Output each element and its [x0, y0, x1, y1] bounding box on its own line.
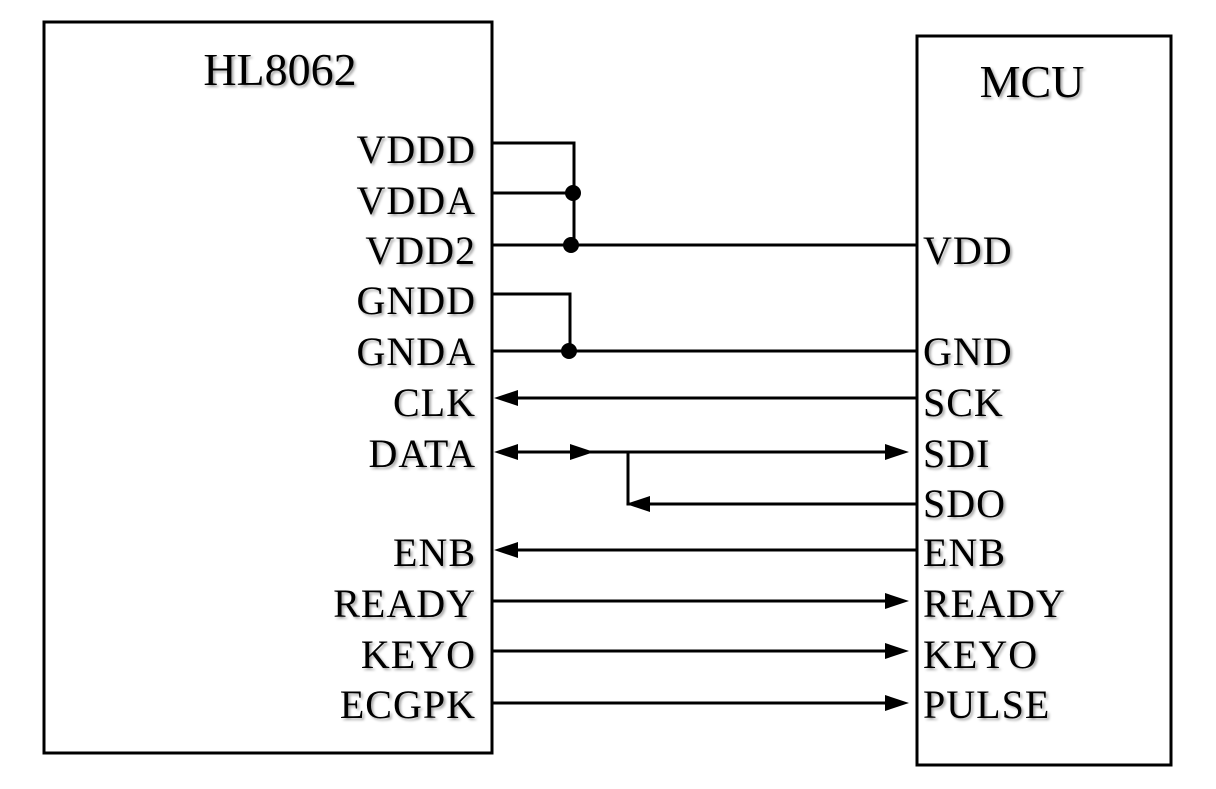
pin-keyo-left: KEYO — [361, 632, 476, 677]
mcu-block — [915, 34, 1173, 767]
pin-gnd: GND — [923, 329, 1013, 374]
pin-vdd2: VDD2 — [365, 228, 476, 273]
data-mid-arrowhead — [570, 444, 594, 460]
pin-ready-right: READY — [923, 581, 1066, 626]
pin-sdo: SDO — [923, 481, 1006, 526]
clk-net — [494, 390, 917, 406]
keyo-net — [492, 643, 909, 659]
pin-keyo-right: KEYO — [923, 632, 1038, 677]
pin-ready-left: READY — [333, 581, 476, 626]
gnd-net — [492, 292, 917, 359]
enb-arrowhead — [494, 542, 518, 558]
pin-sdi: SDI — [923, 431, 990, 476]
keyo-arrowhead — [885, 643, 909, 659]
pulse-net — [492, 695, 909, 711]
pin-gnda: GNDA — [356, 329, 476, 374]
clk-arrowhead — [494, 390, 518, 406]
pin-vddd: VDDD — [356, 127, 476, 172]
sdo-wire — [626, 452, 917, 506]
sdi-arrowhead — [885, 444, 909, 460]
vdda-junction-dot — [565, 185, 581, 201]
data-left-arrowhead — [494, 444, 518, 460]
vdd-net — [492, 141, 917, 253]
gndd-wire — [492, 292, 572, 351]
vdd-junction-dot — [563, 237, 579, 253]
pin-sck: SCK — [923, 380, 1004, 425]
hl8062-block — [42, 20, 494, 755]
ready-arrowhead — [885, 593, 909, 609]
pin-clk: CLK — [393, 380, 476, 425]
pin-data: DATA — [369, 431, 476, 476]
vddd-wire — [492, 141, 576, 245]
data-net — [494, 444, 917, 512]
ready-net — [492, 593, 909, 609]
pin-ecgpk: ECGPK — [340, 682, 476, 727]
gnd-junction-dot — [561, 343, 577, 359]
pin-enb-left: ENB — [393, 530, 476, 575]
enb-net — [494, 542, 917, 558]
mcu-title: MCU — [980, 56, 1085, 107]
hl8062-title: HL8062 — [203, 44, 356, 95]
sdo-arrowhead — [626, 496, 650, 512]
pin-gndd: GNDD — [356, 278, 476, 323]
pin-vdd: VDD — [923, 228, 1013, 273]
pulse-arrowhead — [885, 695, 909, 711]
pin-vdda: VDDA — [356, 178, 476, 223]
pin-pulse: PULSE — [923, 682, 1050, 727]
pin-enb-right: ENB — [923, 530, 1006, 575]
